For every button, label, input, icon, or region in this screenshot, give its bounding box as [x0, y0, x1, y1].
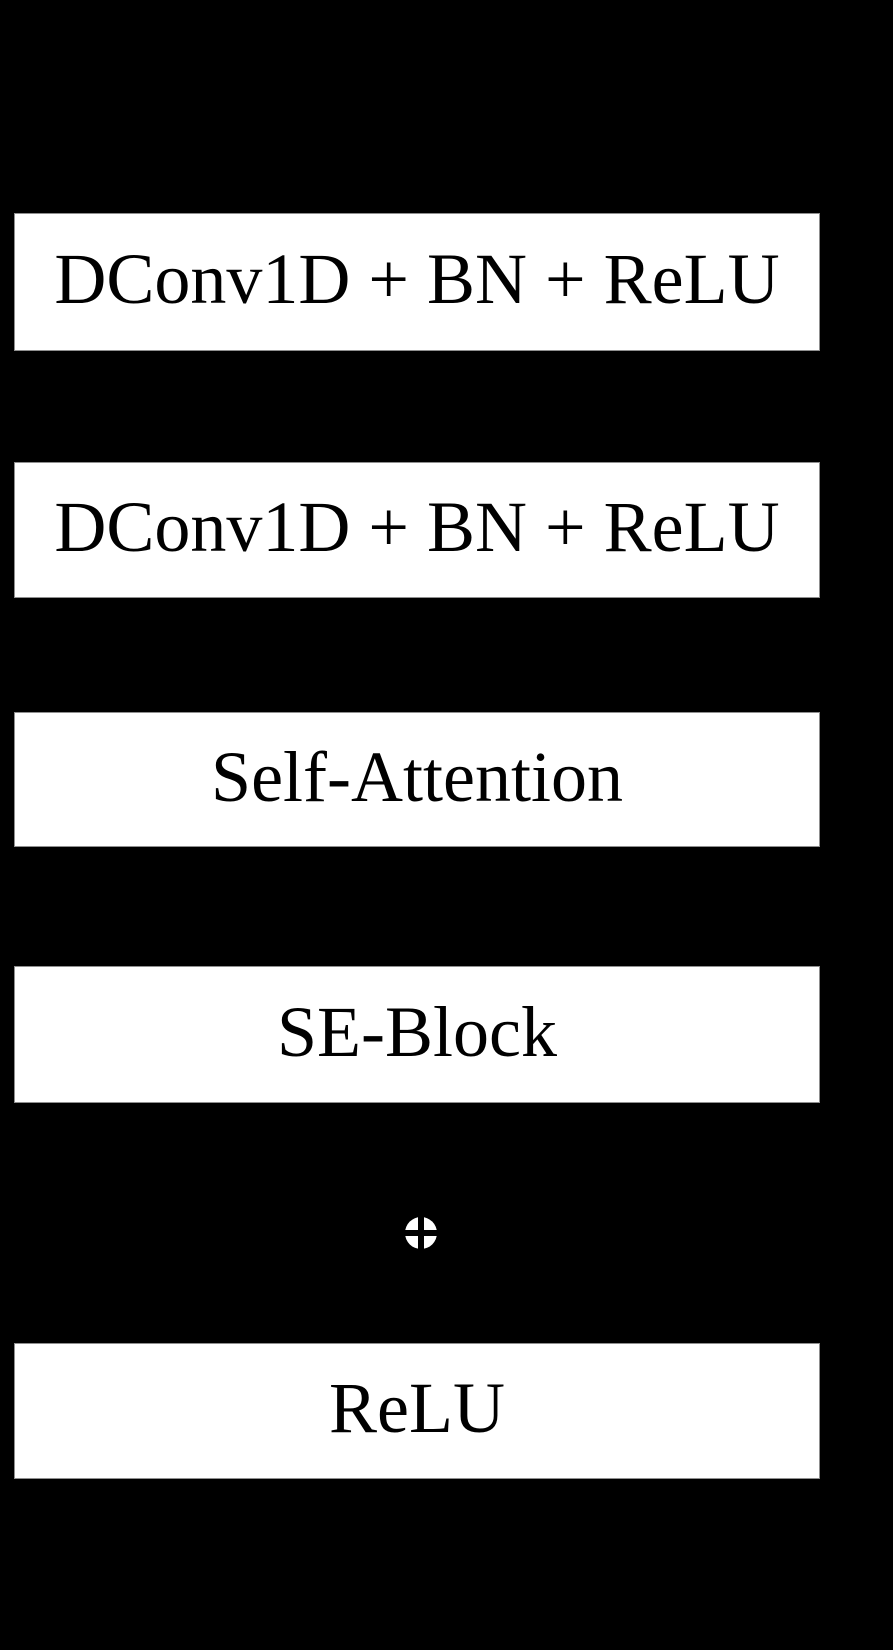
block-label: SE-Block: [277, 991, 557, 1072]
block-se-block: SE-Block: [14, 966, 820, 1103]
block-relu: ReLU: [14, 1343, 820, 1479]
block-dconv1d-bn-relu-1: DConv1D + BN + ReLU: [14, 213, 820, 351]
block-self-attention: Self-Attention: [14, 712, 820, 847]
plus-horizontal-bar: [402, 1230, 440, 1236]
block-label: ReLU: [329, 1368, 505, 1448]
block-dconv1d-bn-relu-2: DConv1D + BN + ReLU: [14, 462, 820, 598]
block-label: Self-Attention: [211, 736, 623, 817]
circled-plus-icon: [402, 1214, 440, 1252]
block-label: DConv1D + BN + ReLU: [54, 239, 780, 319]
block-label: DConv1D + BN + ReLU: [54, 487, 780, 567]
